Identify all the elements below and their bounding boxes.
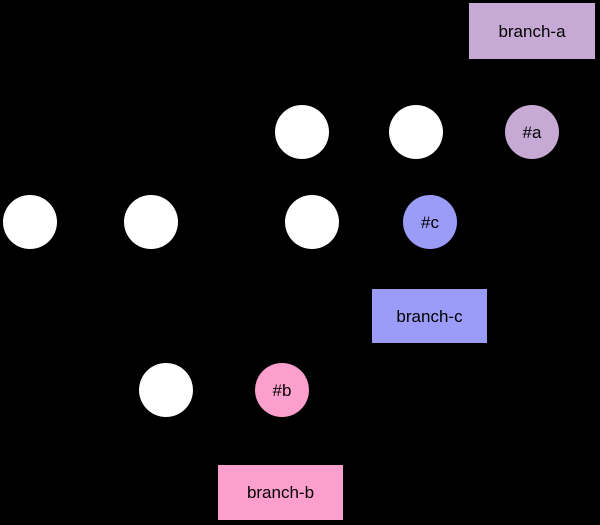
- branch-label-text: branch-a: [498, 21, 566, 41]
- commit-node-c: #c: [403, 195, 457, 249]
- commit-node-a: #a: [505, 105, 559, 159]
- branch-label-branch-a: branch-a: [469, 3, 595, 59]
- commit-node: [275, 105, 329, 159]
- commit-node-label: #c: [421, 212, 439, 232]
- commit-node: [285, 195, 339, 249]
- commit-node: [124, 195, 178, 249]
- commit-node: [139, 363, 193, 417]
- branch-label-text: branch-b: [246, 483, 315, 502]
- commit-node-b: #b: [255, 363, 309, 417]
- branch-label-branch-b: branch-b: [218, 465, 343, 520]
- commit-node: [389, 105, 443, 159]
- branch-label-text: branch-c: [396, 306, 463, 326]
- commit-node: [3, 195, 57, 249]
- branch-label-branch-c: branch-c: [372, 289, 487, 343]
- commit-node-label: #b: [272, 380, 292, 400]
- commit-node-label: #a: [522, 122, 542, 142]
